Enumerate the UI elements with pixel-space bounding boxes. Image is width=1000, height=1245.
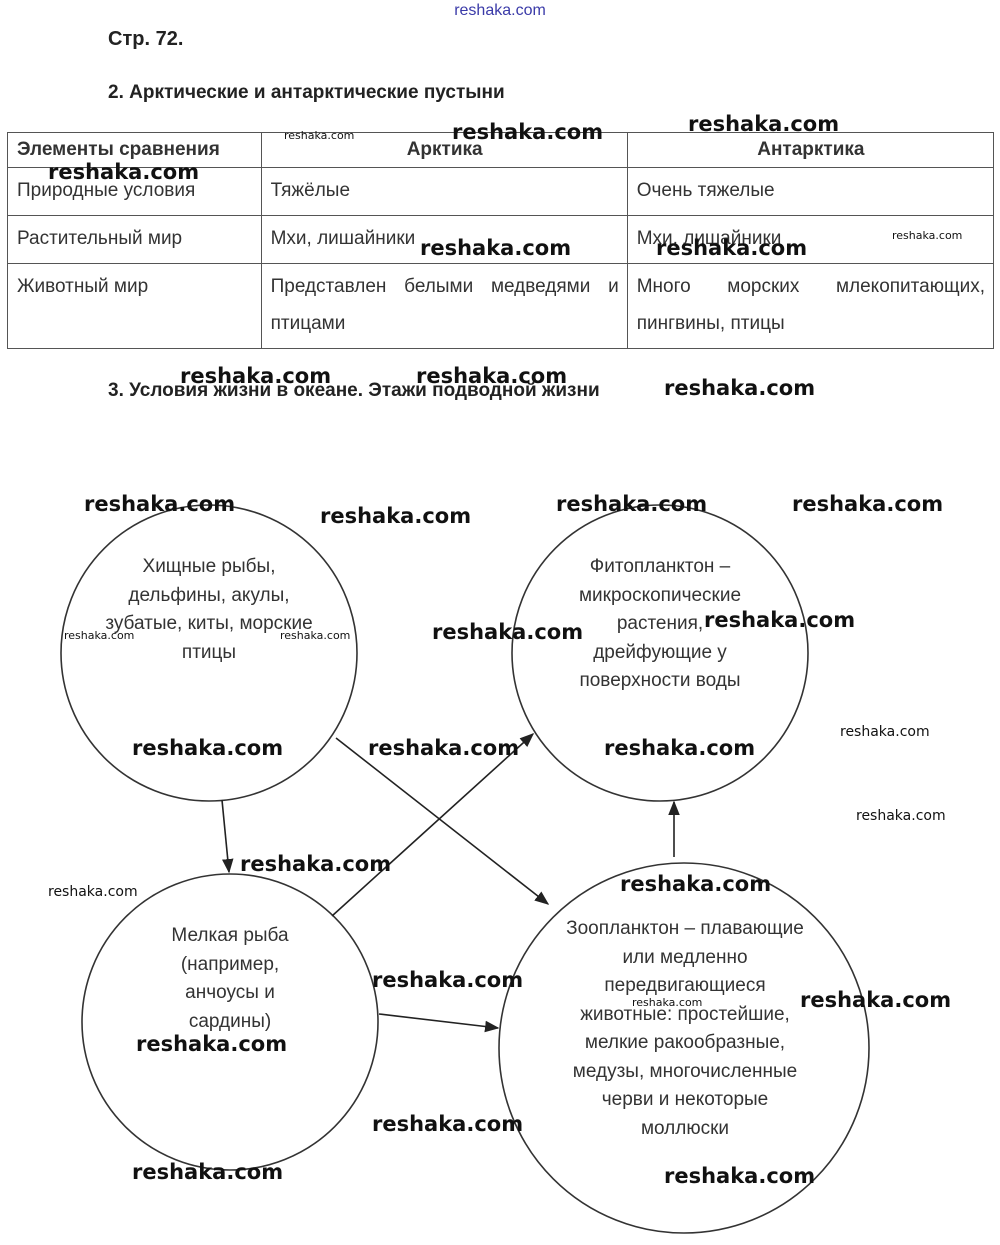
table-cell: Представлен белыми медведями и птицами <box>260 263 628 349</box>
phytoplankton-label: Фитопланктон – микроскопические растения… <box>578 556 742 691</box>
table-cell: Тяжёлые <box>260 167 628 216</box>
zooplankton-label: Зоопланктон – плавающие или медленно пер… <box>566 918 804 1139</box>
table-row: Животный мир Представлен белыми медведям… <box>7 263 995 349</box>
watermark: reshaka.com <box>64 629 135 642</box>
watermark: reshaka.com <box>800 988 952 1012</box>
table-row: Природные условия Тяжёлые Очень тяжелые <box>7 167 995 216</box>
small-fish-circle <box>81 873 379 1171</box>
watermark: reshaka.com <box>48 160 200 184</box>
comparison-table: Элементы сравнения Арктика Антарктика Пр… <box>7 132 995 349</box>
arrow-predators-to-smallfish <box>221 799 234 874</box>
watermark: reshaka.com <box>604 736 756 760</box>
watermark: reshaka.com <box>556 492 708 516</box>
section2-title: 2. Арктические и антарктические пустыни <box>108 82 505 103</box>
watermark: reshaka.com <box>372 968 524 992</box>
watermark: reshaka.com <box>132 1160 284 1184</box>
page-number: Стр. 72. <box>108 28 184 50</box>
watermark: reshaka.com <box>664 1164 816 1188</box>
table-cell: Мхи, лишайники <box>626 215 995 264</box>
watermark: reshaka.com <box>452 120 604 144</box>
predators-circle <box>60 504 358 802</box>
predators-label: Хищные рыбы, дельфины, акулы, зубатые, к… <box>105 556 313 663</box>
watermark: reshaka.com <box>240 852 392 876</box>
watermark: reshaka.com <box>48 884 138 900</box>
watermark: reshaka.com <box>792 492 944 516</box>
arrow-predators-to-zooplankton <box>335 737 550 905</box>
table-header-row: Элементы сравнения Арктика Антарктика <box>7 132 995 168</box>
table-cell: Животный мир <box>7 263 262 349</box>
watermark: reshaka.com <box>664 376 816 400</box>
small-fish-label: Мелкая рыба (например, анчоусы и сардины… <box>171 925 289 1032</box>
watermark: reshaka.com <box>280 629 351 642</box>
watermark: reshaka.com <box>136 1032 288 1056</box>
watermark: reshaka.com <box>656 236 808 260</box>
watermark: reshaka.com <box>132 736 284 760</box>
zooplankton-circle <box>498 862 870 1234</box>
site-header[interactable]: reshaka.com <box>454 2 546 19</box>
table-header: Антарктика <box>626 132 995 168</box>
watermark: reshaka.com <box>856 808 946 824</box>
watermark: reshaka.com <box>320 504 472 528</box>
table-cell: Много морских млекопитающих, пингвины, п… <box>626 263 995 349</box>
watermark: reshaka.com <box>416 364 568 388</box>
arrow-smallfish-to-zooplankton <box>378 1013 500 1033</box>
watermark: reshaka.com <box>284 129 355 142</box>
table-cell: Растительный мир <box>7 215 262 264</box>
watermark: reshaka.com <box>84 492 236 516</box>
table-cell: Очень тяжелые <box>626 167 995 216</box>
watermark: reshaka.com <box>704 608 856 632</box>
watermark: reshaka.com <box>368 736 520 760</box>
watermark: reshaka.com <box>892 229 963 242</box>
watermark: reshaka.com <box>632 996 703 1009</box>
watermark: reshaka.com <box>432 620 584 644</box>
watermark: reshaka.com <box>420 236 572 260</box>
phytoplankton-circle <box>511 504 809 802</box>
table-header: Арктика <box>260 132 628 168</box>
watermark: reshaka.com <box>620 872 772 896</box>
watermark: reshaka.com <box>372 1112 524 1136</box>
food-web-diagram <box>60 504 870 1234</box>
table-cell: Природные условия <box>7 167 262 216</box>
watermark: reshaka.com <box>840 724 930 740</box>
table-header: Элементы сравнения <box>7 132 262 168</box>
arrow-smallfish-to-phytoplankton <box>331 733 535 917</box>
section3-title: 3. Условия жизни в океане. Этажи подводн… <box>108 380 600 401</box>
watermark: reshaka.com <box>688 112 840 136</box>
table-cell: Мхи, лишайники <box>260 215 628 264</box>
table-row: Растительный мир Мхи, лишайники Мхи, лиш… <box>7 215 995 264</box>
watermark: reshaka.com <box>180 364 332 388</box>
